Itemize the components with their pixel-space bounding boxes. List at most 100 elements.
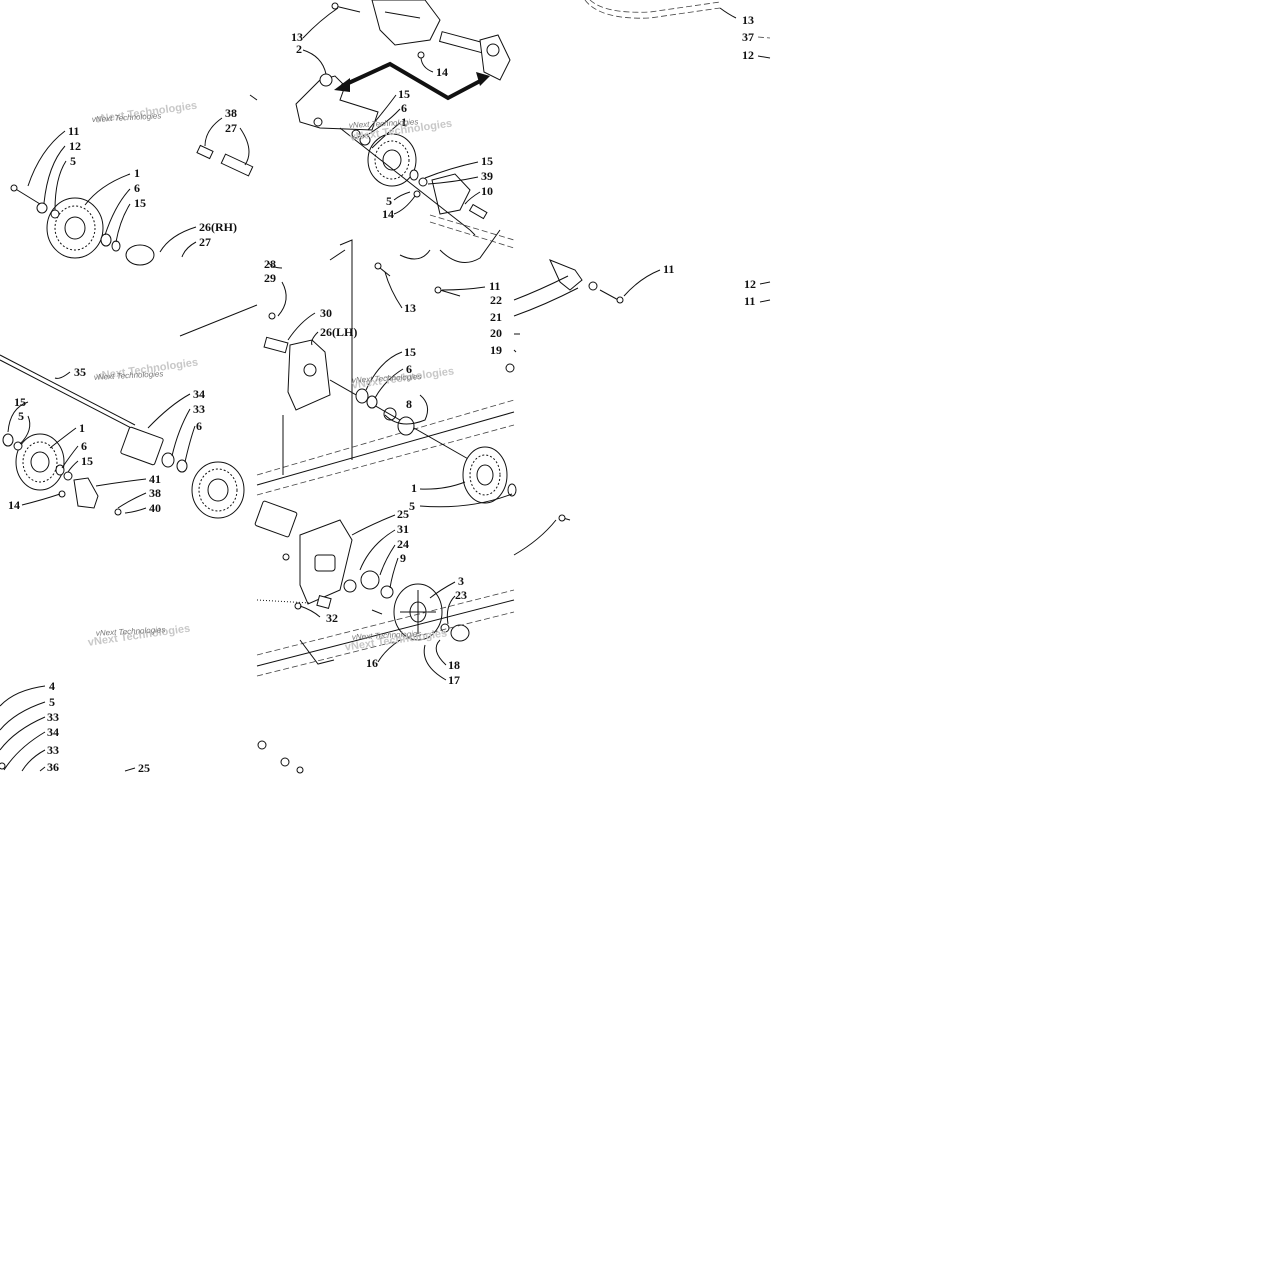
front-arm-bracket [371,0,441,46]
callout-71: 25 [138,761,150,775]
callout-21: 15 [134,196,146,210]
cap-18 [450,624,470,642]
callout-2: 14 [436,65,448,79]
callout-65: 4 [49,679,55,693]
bracket-41 [73,477,99,509]
callout-28: 29 [264,271,276,285]
callout-49: 41 [149,472,161,486]
callout-17: 12 [69,139,81,153]
callout-labels: 13 2 14 15 6 1 15 39 5 14 10 13 37 12 38… [8,13,756,775]
callout-1: 2 [296,42,302,56]
watermark-2: vNext Technologies [349,117,419,130]
callout-3: 15 [398,87,410,101]
callout-29: 13 [404,301,416,315]
callout-51: 40 [149,501,161,515]
callout-14: 38 [225,106,237,120]
side-bolts-right [505,259,771,373]
callout-40: 35 [74,365,86,379]
callout-68: 34 [47,725,59,739]
rear-axle-left-assembly [0,304,258,519]
callout-24: 11 [663,262,674,276]
block-10 [431,173,471,215]
callout-39: 8 [406,397,412,411]
tile-r1-c2 [514,257,771,514]
callout-63: 18 [448,658,460,672]
watermark-1: vNext Technologies [92,111,162,124]
bearing-6-left [100,233,112,247]
spacer-30 [263,336,289,354]
callout-62: 16 [366,656,378,670]
callout-50: 38 [149,486,161,500]
callout-16: 11 [68,124,79,138]
callout-59: 3 [458,574,464,588]
callout-23: 27 [199,235,211,249]
callout-0: 13 [291,30,303,44]
callout-9: 14 [382,207,394,221]
callout-5: 1 [401,115,407,129]
spring [256,599,311,604]
callout-45: 6 [196,419,202,433]
callout-44: 33 [193,402,205,416]
track-edge-upper-right [584,0,771,59]
spacer-27-left [196,144,214,160]
callout-43: 34 [193,387,205,401]
tile-r2-c0 [0,514,257,771]
callout-54: 5 [409,499,415,513]
watermark-3: vNext Technologies [94,369,164,382]
callout-52: 14 [8,498,20,512]
callout-10: 10 [481,184,493,198]
block-22 [549,259,583,291]
rear-idler-assembly [254,500,571,774]
callout-33: 20 [490,326,502,340]
callout-12: 37 [742,30,754,44]
callout-69: 33 [47,743,59,757]
watermark-6: vNext Technologies [352,629,422,642]
spacer-33 [254,500,298,538]
callout-20: 6 [134,181,140,195]
callout-30: 11 [489,279,500,293]
center-rail-assembly [256,239,517,508]
callout-18: 5 [70,154,76,168]
callout-67: 33 [47,710,59,724]
callout-60: 23 [455,588,467,602]
washer-5-left [36,202,48,214]
callout-70: 36 [47,760,59,774]
callout-11: 13 [742,13,754,27]
callout-31: 22 [490,293,502,307]
callout-41: 15 [14,395,26,409]
callout-56: 31 [397,522,409,536]
callout-66: 5 [49,695,55,709]
callout-8: 5 [386,194,392,208]
callout-53: 1 [411,481,417,495]
callout-13: 12 [742,48,754,62]
callout-47: 6 [81,439,87,453]
callout-25: 12 [744,277,756,291]
callout-7: 39 [481,169,493,183]
lower-left-leaders [0,685,136,772]
bracket-26-lh [287,339,331,411]
watermark-4: vNext Technologies [352,372,422,385]
callout-36: 26(LH) [320,325,357,339]
tile-r0-c2 [514,0,771,257]
callout-26: 11 [744,294,755,308]
axle-35 [0,359,136,431]
callout-34: 19 [490,343,502,357]
callout-42: 5 [18,409,24,423]
callout-22: 26(RH) [199,220,237,234]
watermark-5: vNext Technologies [96,625,166,638]
callout-58: 9 [400,551,406,565]
callout-27: 28 [264,257,276,271]
callout-61: 32 [326,611,338,625]
callout-46: 1 [79,421,85,435]
callout-15: 27 [225,121,237,135]
idler-wheel-left-assembly [10,94,258,266]
callout-6: 15 [481,154,493,168]
callout-48: 15 [81,454,93,468]
callout-57: 24 [397,537,409,551]
tile-r2-c2 [514,514,771,771]
tile-r0-c0 [0,0,257,257]
callout-35: 30 [320,306,332,320]
idler-wheel-rear-mid [191,461,245,519]
callout-19: 1 [134,166,140,180]
